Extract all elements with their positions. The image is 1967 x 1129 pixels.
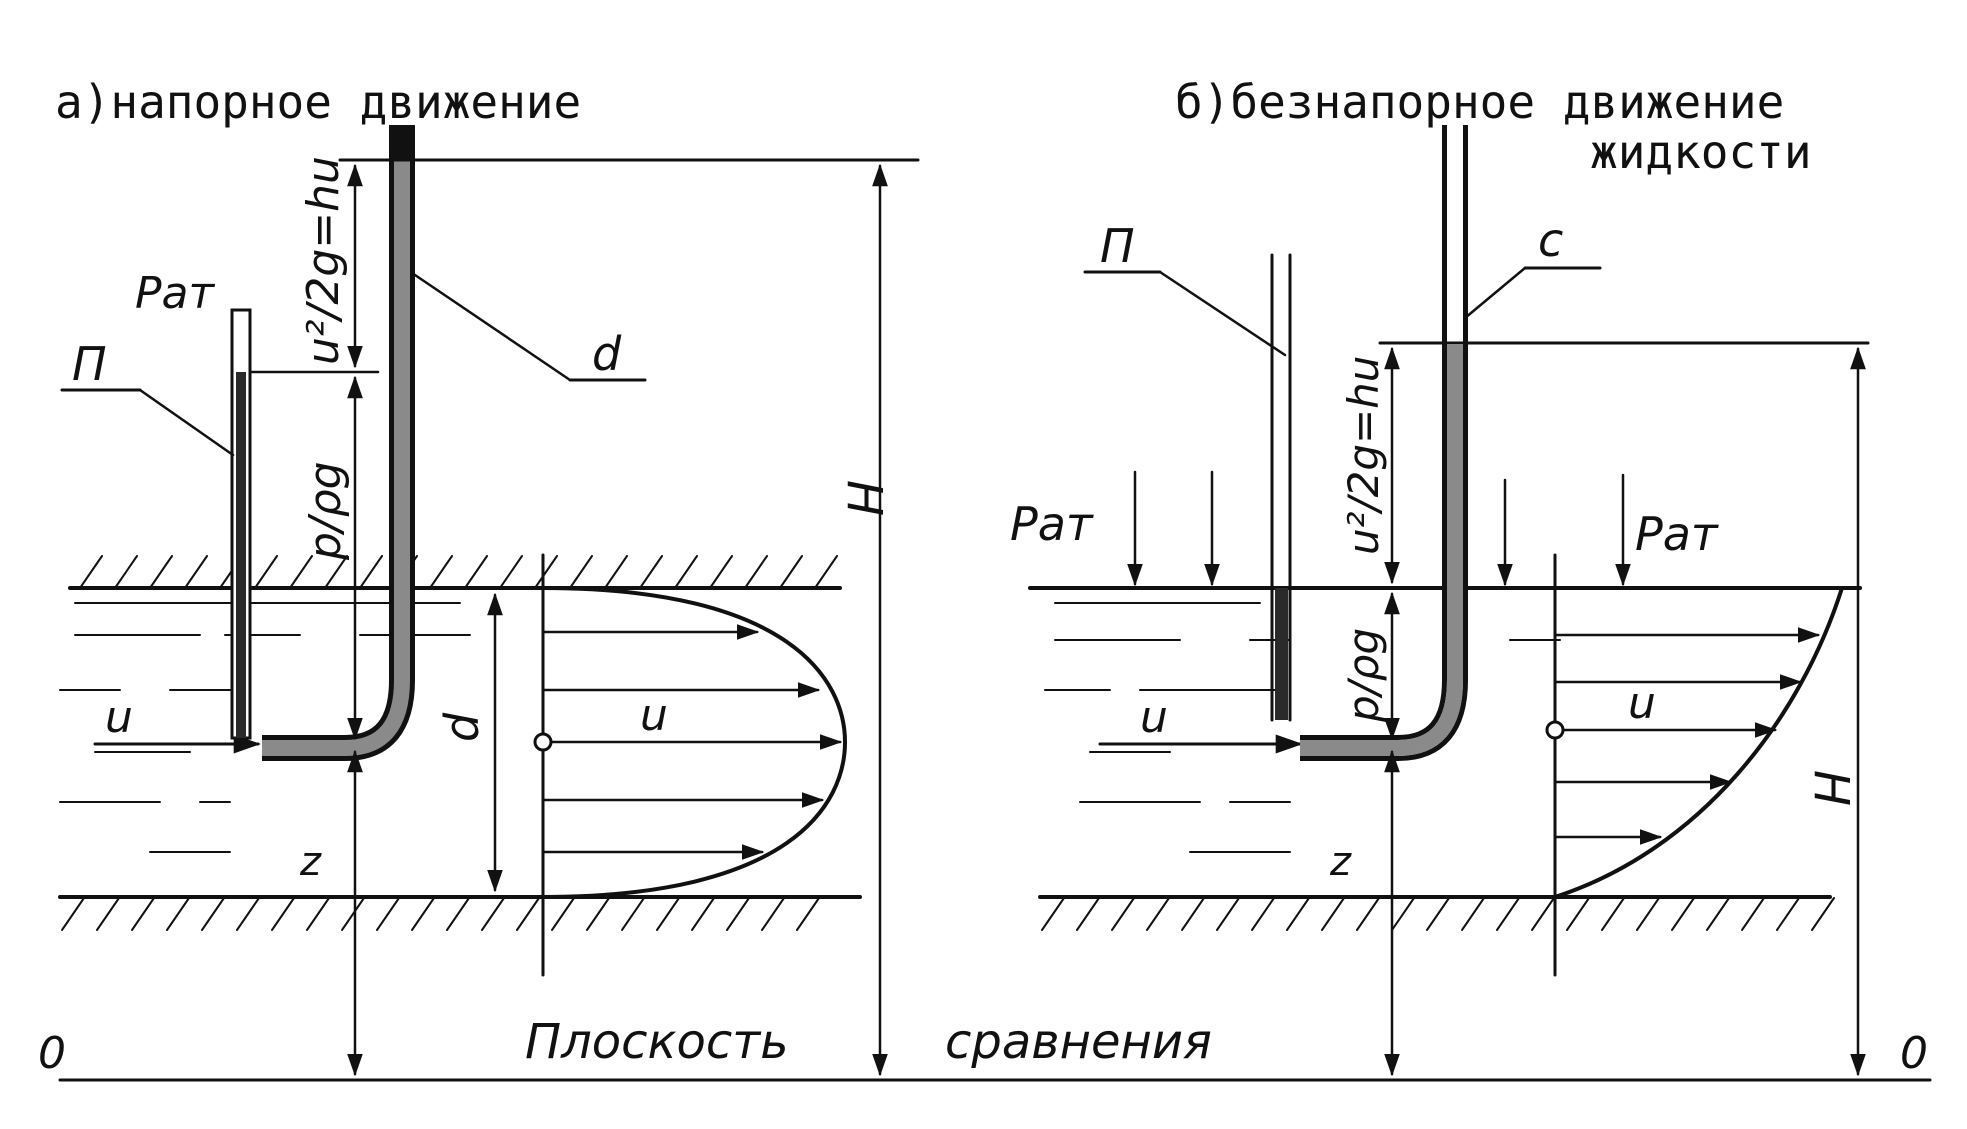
- datum-label-right: 0: [1900, 1028, 1928, 1079]
- atm-pressure-label-a: Pат: [135, 268, 215, 319]
- pitot-leader: [413, 273, 572, 382]
- pitot-label: d: [592, 327, 622, 381]
- heading-free-surface-flow: б)безнапорное движение: [1175, 75, 1784, 129]
- piezometer-label: П: [72, 337, 107, 391]
- piezometer-liquid-b: [1275, 588, 1288, 720]
- pitot-tube-liquid: [262, 160, 410, 756]
- panel-a: u П Pат d u²/2g=hu p/ρg z H d: [58, 125, 920, 1077]
- heading-free-surface-flow-line2: жидкости: [1590, 125, 1812, 179]
- piezometer-leader-b: [1158, 270, 1287, 357]
- profile-center-point-a: [533, 732, 553, 752]
- datum-label-left: 0: [38, 1028, 66, 1079]
- pressure-head-label-b: p/ρg: [1339, 628, 1388, 723]
- piezometer-label-b: П: [1100, 219, 1135, 273]
- elevation-label-b: z: [1329, 839, 1352, 885]
- pitot-tube-b-liquid: [1300, 345, 1463, 756]
- velocity-head-label: u²/2g=hu: [298, 156, 349, 365]
- depth-label: d: [435, 712, 489, 742]
- channel-bottom-hatching: [1041, 897, 1835, 931]
- piezometer-liquid: [236, 372, 246, 738]
- heading-pressure-flow: а)напорное движение: [55, 75, 581, 129]
- profile-velocity-label-a: u: [640, 690, 668, 741]
- datum-caption-2: сравнения: [945, 1014, 1212, 1070]
- pipe-bottom-hatching: [61, 897, 820, 931]
- total-head-label-b: H: [1803, 770, 1859, 806]
- pressure-head-label: p/ρg: [300, 461, 351, 561]
- elevation-label-a: z: [299, 839, 322, 885]
- panel-b: Pат Pат u П с u²/2g=hu p/ρg z H: [1010, 125, 1870, 1077]
- datum-caption-1: Плоскость: [525, 1014, 789, 1070]
- profile-center-point-b: [1545, 720, 1565, 740]
- pitot-label-b: с: [1538, 213, 1563, 267]
- inflow-velocity-label-b: u: [1140, 692, 1168, 743]
- velocity-head-label-b: u²/2g=hu: [1339, 356, 1388, 555]
- profile-velocity-label-b: u: [1628, 678, 1656, 729]
- inflow-velocity-label: u: [105, 692, 133, 743]
- velocity-profile-a: [541, 586, 848, 899]
- velocity-profile-b: [1553, 586, 1844, 899]
- atm-pressure-label-b1: Pат: [1010, 497, 1094, 551]
- flow-lines-b: [1044, 602, 1561, 853]
- pitot-leader-b: [1463, 266, 1527, 320]
- piezometer-leader: [138, 388, 235, 457]
- pipe-top-hatching: [79, 555, 838, 589]
- total-head-label-a: H: [836, 480, 892, 516]
- atm-pressure-label-b2: Pат: [1635, 507, 1719, 561]
